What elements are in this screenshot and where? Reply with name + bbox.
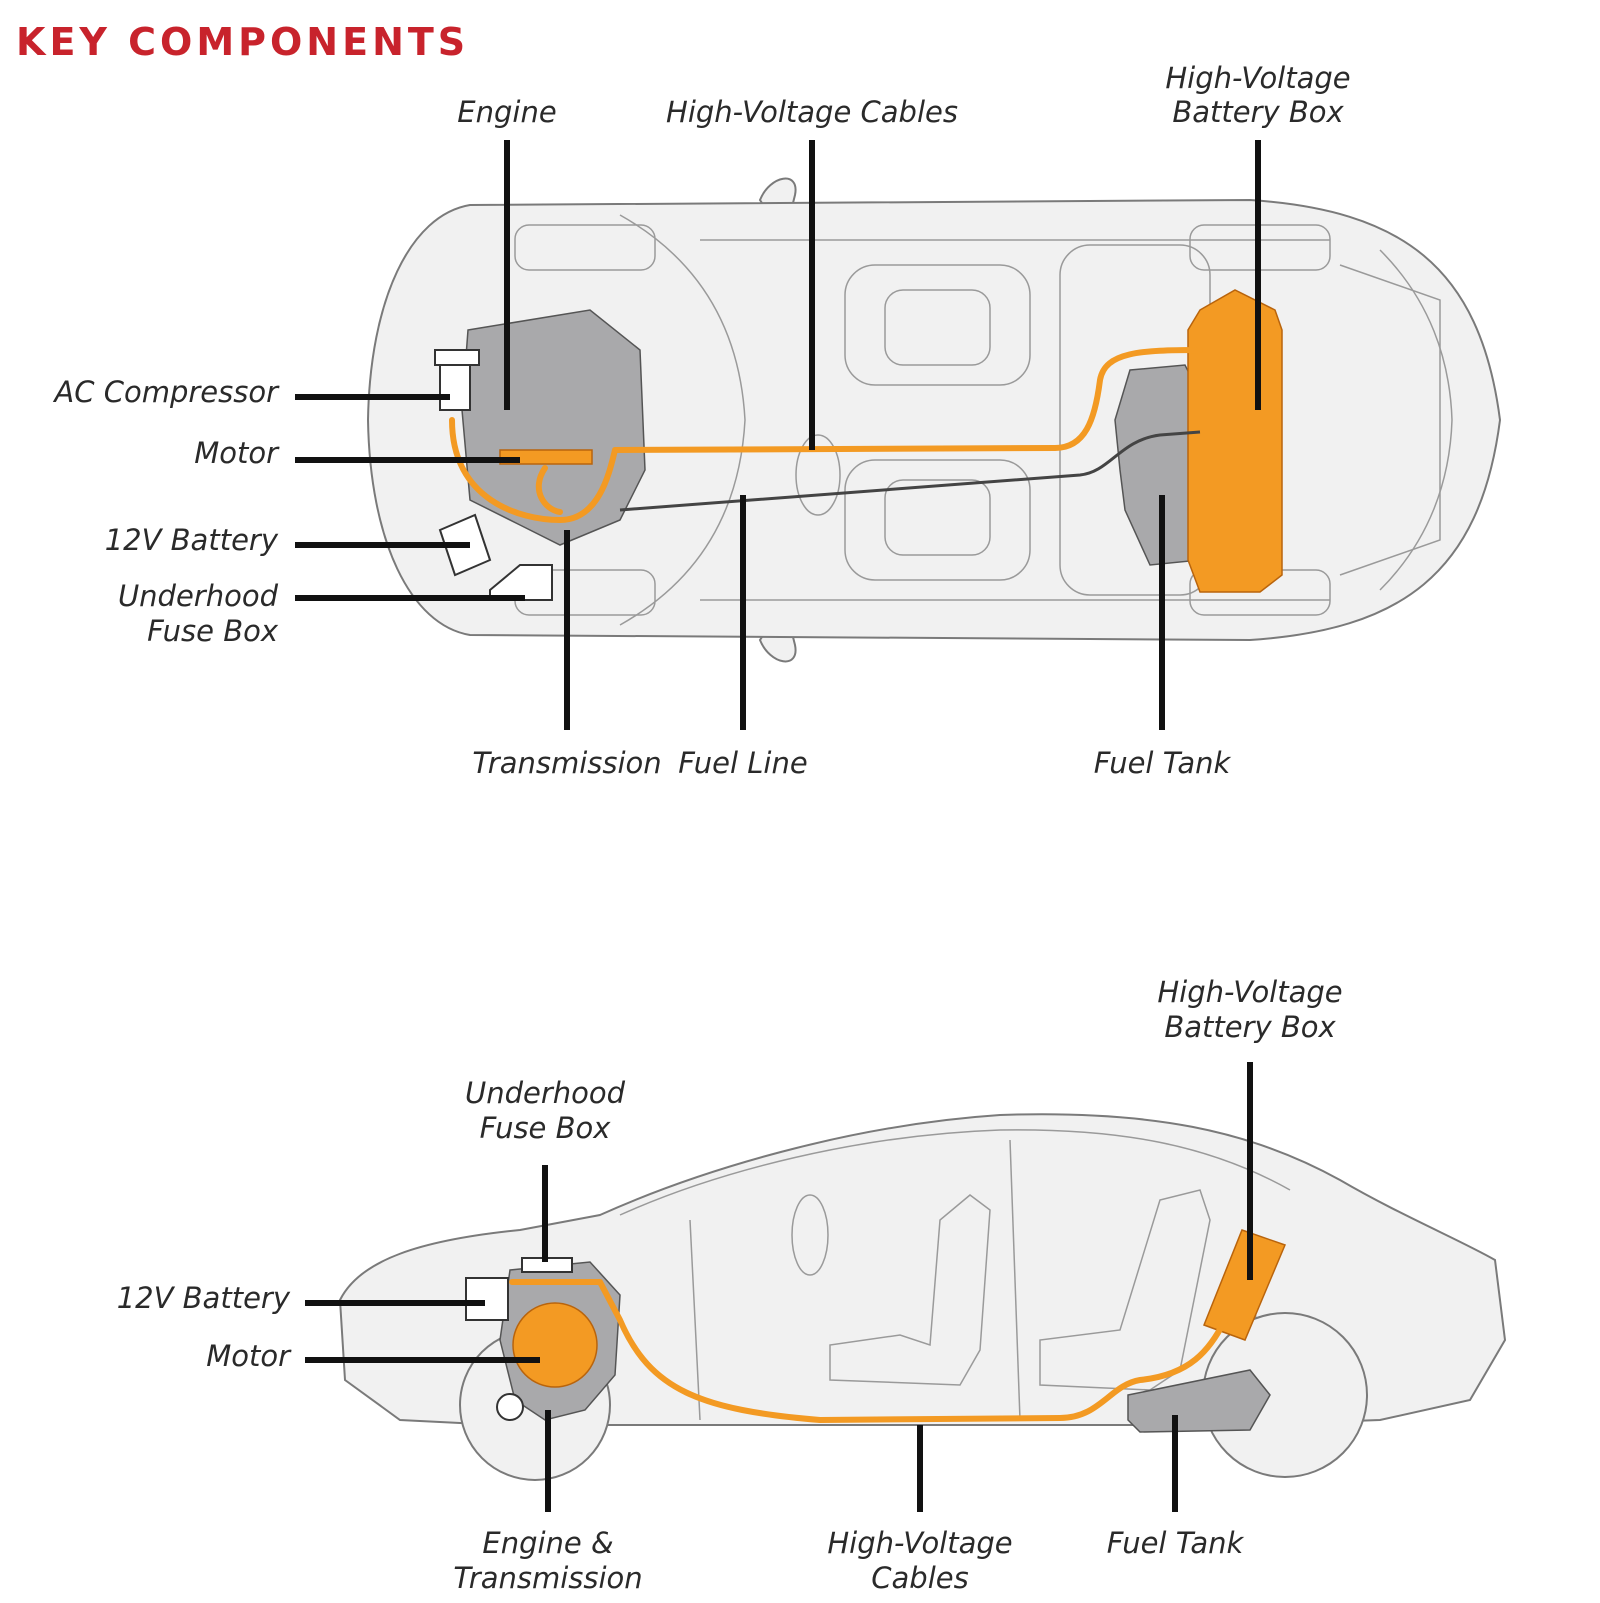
side-label-fuse-box-line2: Fuse Box: [480, 1111, 612, 1145]
side-label-hv-battery-line2: Battery Box: [1164, 1010, 1336, 1044]
label-ac-compressor: AC Compressor: [52, 375, 280, 409]
side-label-hv-cables-line1: High-Voltage: [827, 1526, 1012, 1560]
top-front-seat-right: [844, 459, 1031, 581]
top-ac-compressor-cap: [434, 349, 480, 366]
side-hv-battery-box: [1203, 1229, 1287, 1341]
top-fuel-line: [619, 430, 1201, 512]
label-transmission: Transmission: [472, 746, 661, 780]
label-fuse-box-line1: Underhood: [118, 579, 279, 613]
top-leader-lines: [295, 140, 1261, 730]
label-fuel-tank: Fuel Tank: [1094, 746, 1232, 780]
side-roof-line: [619, 1129, 1291, 1216]
side-steering-wheel: [791, 1194, 829, 1276]
label-fuel-line: Fuel Line: [678, 746, 807, 780]
side-leader-lines: [305, 1062, 1253, 1512]
top-windshield: [619, 214, 746, 626]
label-12v-battery: 12V Battery: [105, 523, 279, 557]
top-ac-compressor: [439, 359, 471, 411]
page-title: KEY COMPONENTS: [16, 20, 470, 64]
top-rear-window: [1379, 249, 1453, 591]
side-label-fuse-box-line1: Underhood: [465, 1076, 626, 1110]
label-hv-battery-line2: Battery Box: [1172, 95, 1344, 129]
side-label-motor: Motor: [206, 1339, 292, 1373]
top-front-wheel-left: [514, 224, 656, 271]
side-label-hv-battery-line1: High-Voltage: [1157, 975, 1342, 1009]
side-hv-cable: [509, 1279, 1228, 1423]
top-hv-cable: [449, 347, 1203, 523]
top-labels: Engine High-Voltage Cables High-Voltage …: [52, 61, 1350, 780]
side-label-engine-transmission-line2: Transmission: [453, 1561, 642, 1595]
label-hv-cables: High-Voltage Cables: [666, 95, 958, 129]
label-motor: Motor: [194, 436, 280, 470]
side-b-pillar-line: [1009, 1139, 1021, 1421]
side-motor: [512, 1302, 598, 1388]
top-trunk-lid: [1339, 264, 1441, 576]
side-engine-pulley: [496, 1393, 524, 1421]
side-view-components: [465, 1229, 1287, 1433]
top-hv-cable-loop: [535, 465, 563, 515]
top-front-seat-left-cushion: [884, 289, 991, 366]
side-a-pillar-line: [689, 1219, 701, 1421]
side-12v-battery: [465, 1277, 509, 1321]
side-label-engine-transmission-line1: Engine &: [482, 1526, 613, 1560]
top-hv-battery-box: [1187, 289, 1283, 593]
side-labels: High-Voltage Battery Box Underhood Fuse …: [117, 975, 1343, 1595]
top-front-seat-left: [844, 264, 1031, 386]
side-rear-seat: [1039, 1189, 1211, 1391]
top-steering-wheel: [795, 434, 841, 516]
side-label-12v-battery: 12V Battery: [117, 1281, 291, 1315]
label-fuse-box-line2: Fuse Box: [147, 614, 279, 648]
label-hv-battery-line1: High-Voltage: [1165, 61, 1350, 95]
side-front-seat: [829, 1194, 991, 1386]
label-engine: Engine: [457, 95, 556, 129]
top-front-seat-right-cushion: [884, 479, 991, 556]
side-fuel-tank: [1127, 1369, 1271, 1433]
side-label-fuel-tank: Fuel Tank: [1107, 1526, 1245, 1560]
side-label-hv-cables-line2: Cables: [871, 1561, 968, 1595]
